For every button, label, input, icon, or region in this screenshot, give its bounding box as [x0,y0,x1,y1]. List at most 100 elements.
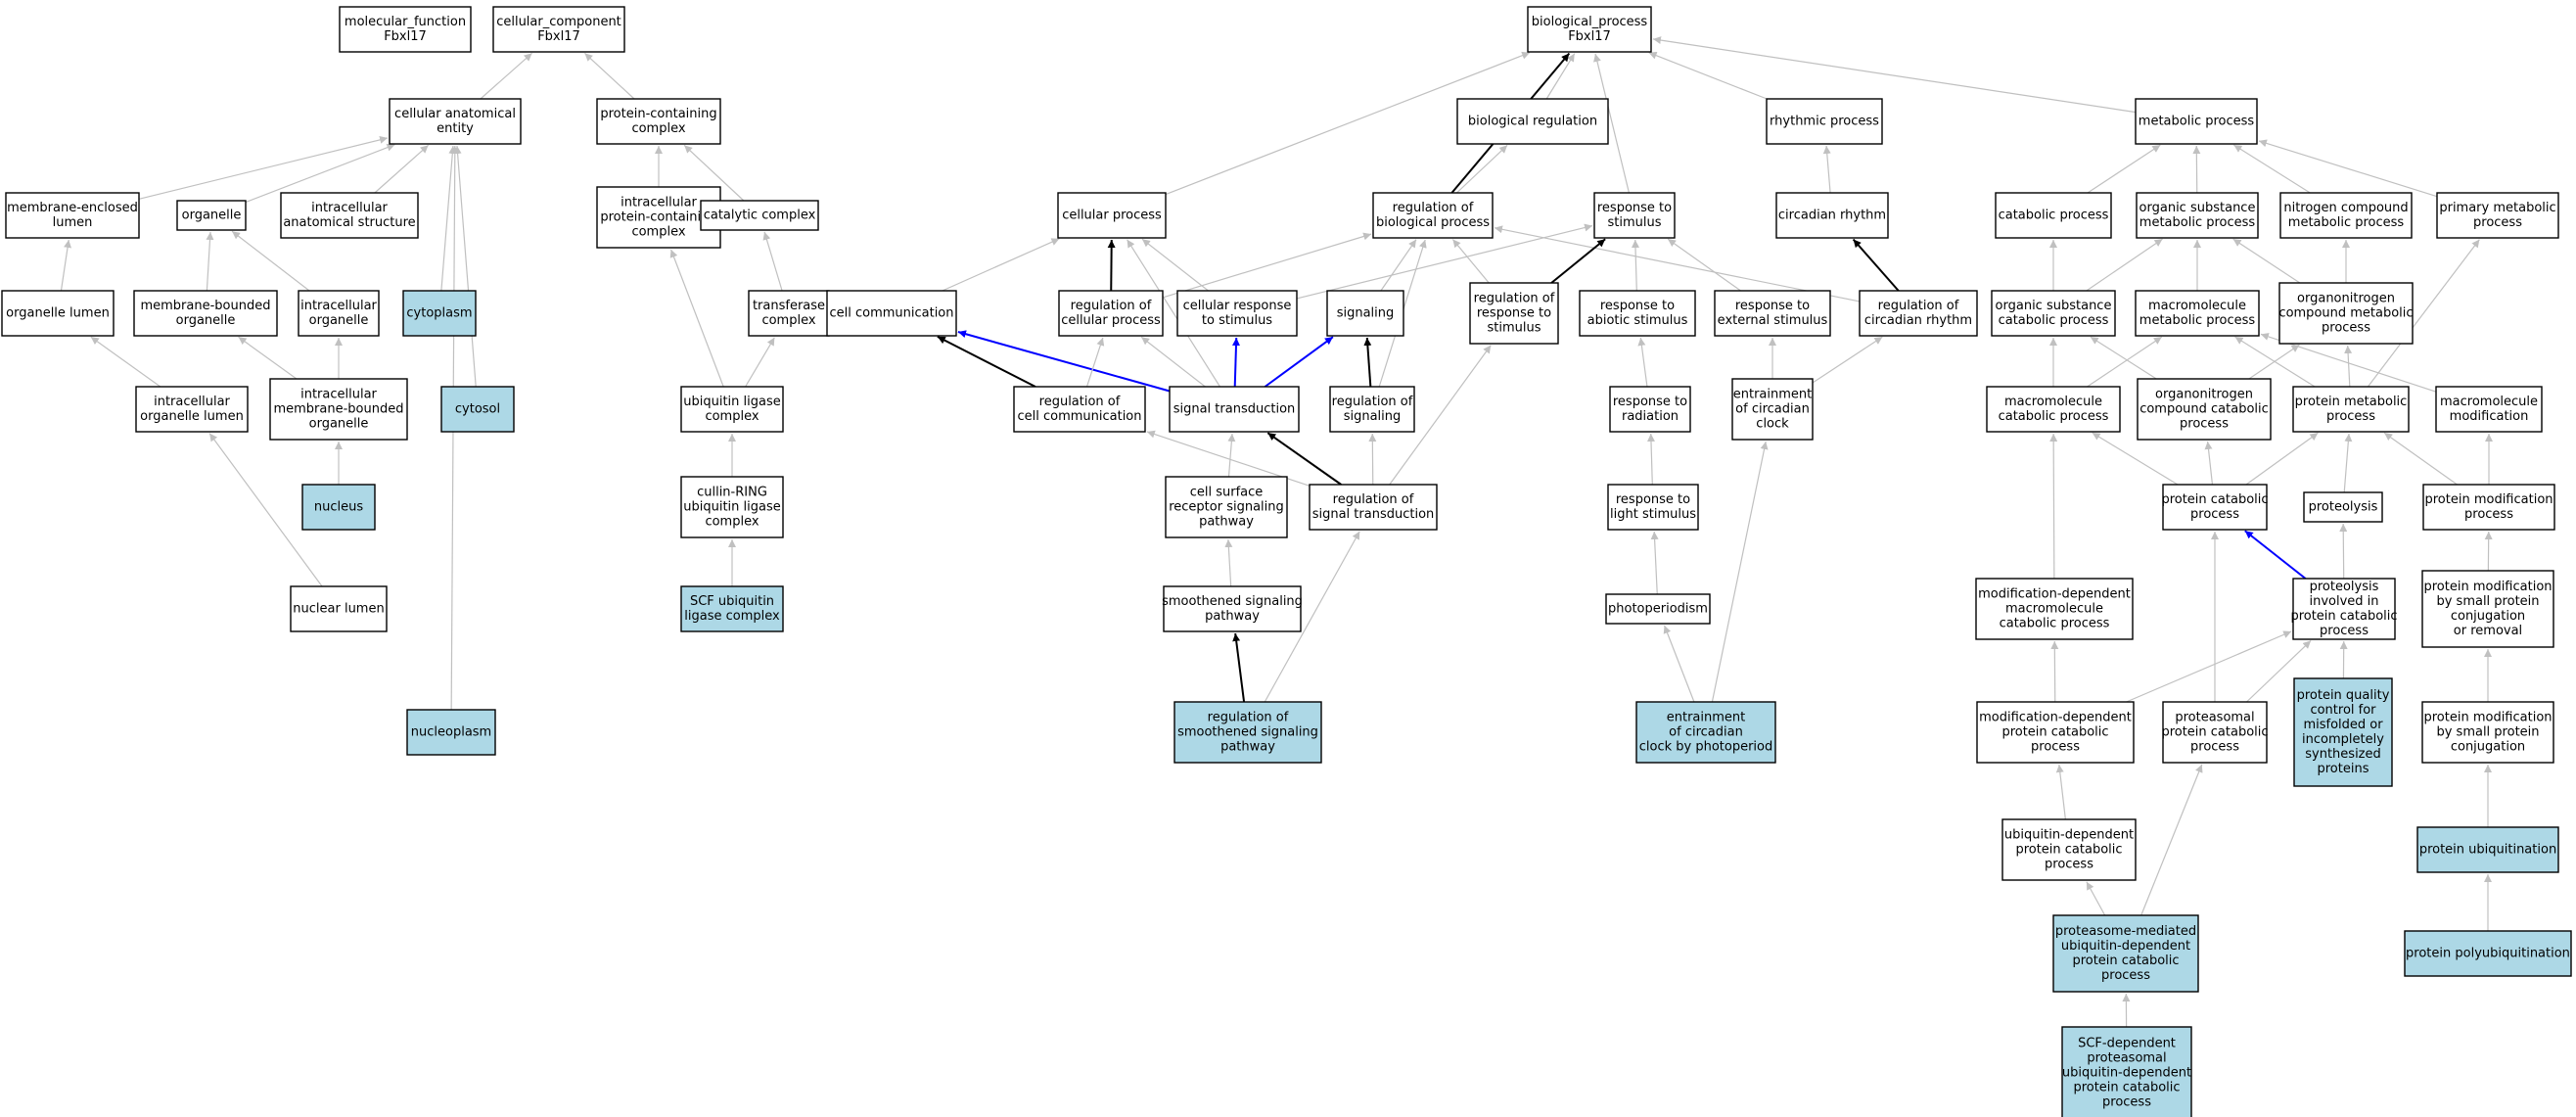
node-st[interactable]: signal transduction [1169,386,1300,433]
node-photo[interactable]: photoperiodism [1605,593,1711,625]
node-pmudp[interactable]: proteasome-mediatedubiquitin-dependentpr… [2052,914,2199,993]
node-label-line: abiotic stimulus [1587,313,1688,328]
node-box [2001,818,2137,881]
node-organelle[interactable]: organelle [176,200,247,231]
node-cytosol[interactable]: cytosol [440,386,515,433]
node-box [1995,192,2112,239]
node-br[interactable]: biological regulation [1456,98,1609,145]
node-label-line: proteasome-mediated [2055,924,2196,939]
node-proteolysis[interactable]: proteolysis [2303,491,2383,523]
node-label-line: intracellular [300,299,377,313]
edge-pmudp-to-ppcp [2140,764,2203,916]
node-pu[interactable]: protein ubiquitination [2416,826,2559,873]
node-sig[interactable]: signaling [1326,290,1404,337]
node-label-line: pathway [1199,515,1254,530]
node-cytoplasm[interactable]: cytoplasm [402,290,477,337]
node-box [1609,386,1691,433]
node-label-line: complex [761,313,815,328]
node-box [1976,701,2135,764]
node-label-line: clock by photoperiod [1639,740,1773,755]
node-box [301,484,376,531]
node-catc[interactable]: catalytic complex [700,200,819,231]
node-label-line: protein catabolic [2161,492,2268,507]
node-np[interactable]: nucleoplasm [406,709,496,756]
node-mp[interactable]: metabolic process [2135,98,2258,145]
node-scfd[interactable]: SCF-dependentproteasomalubiquitin-depend… [2061,1026,2192,1117]
node-mdmcp[interactable]: modification-dependentmacromoleculecatab… [1975,578,2134,640]
node-catp[interactable]: catabolic process [1995,192,2112,239]
node-label-line: Fbxl17 [537,29,580,44]
edge-br-to-bp [1545,53,1576,100]
node-cp[interactable]: cellular process [1057,192,1167,239]
node-cr[interactable]: circadian rhythm [1775,192,1889,239]
node-rp[interactable]: rhythmic process [1766,98,1883,145]
node-label-line: response to [1616,492,1690,507]
edge-rcr-to-cr [1852,238,1900,292]
node-label-line: process [2101,968,2150,983]
node-cc2[interactable]: cell communication [826,290,957,337]
node-nl[interactable]: nuclear lumen [290,585,388,632]
node-label-line: cullin-RING [697,486,767,500]
node-label-line: process [2045,858,2093,872]
node-ol[interactable]: organelle lumen [1,290,115,337]
edge-proteolysis-to-protmp [2343,433,2353,493]
node-ppu[interactable]: protein polyubiquitination [2404,930,2572,977]
node-box [2416,826,2559,873]
node-nucleus[interactable]: nucleus [301,484,376,531]
node-label-line: protein quality [2297,688,2390,703]
